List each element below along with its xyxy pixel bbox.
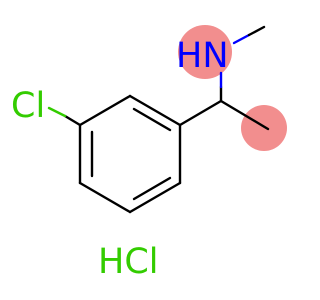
ring-bond-bottom-right — [128, 181, 182, 214]
hydrochloride-label: HCl — [98, 242, 158, 282]
chlorine-label: Cl — [11, 86, 45, 126]
side-chain: HN — [176, 25, 270, 131]
ring-bond-top-left — [78, 94, 132, 127]
ring-bond-bottom-left — [78, 181, 132, 214]
amine-label: HN — [176, 36, 229, 76]
ring-bond-inner-top-right — [132, 107, 172, 132]
chlorine-substituent: Cl — [11, 86, 82, 127]
nitrogen-to-methyl-black — [247, 25, 266, 37]
benzene-ring — [78, 94, 182, 214]
ring-to-chiral-carbon-bond — [178, 99, 223, 127]
chemical-structure: Cl HN HCl — [11, 25, 287, 282]
highlight-nitrogen — [178, 25, 232, 79]
nitrogen-to-methyl-blue — [232, 33, 251, 45]
ring-bond-inner-bottom-right — [132, 176, 172, 201]
ring-bond-top-right — [128, 94, 182, 127]
carbon-chlorine-bond-green — [47, 106, 67, 118]
carbon-chlorine-bond-black — [63, 114, 82, 127]
chiral-carbon-to-methyl-bond — [219, 99, 270, 131]
